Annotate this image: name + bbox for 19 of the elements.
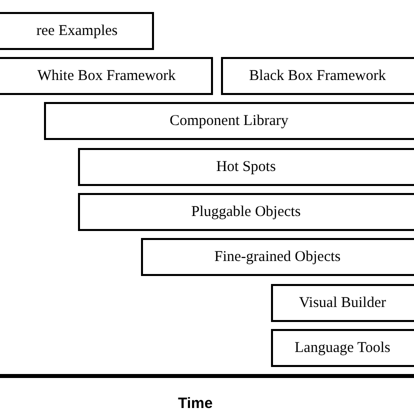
box-label: Fine-grained Objects	[214, 248, 341, 266]
process-box	[0, 57, 213, 95]
process-box	[141, 238, 414, 276]
box-label: ree Examples	[36, 22, 118, 40]
process-box	[78, 193, 414, 231]
box-label: Pluggable Objects	[191, 204, 301, 220]
axis-label: Time	[178, 395, 213, 412]
process-box	[44, 102, 414, 140]
process-box	[221, 57, 414, 95]
box-label: Hot Spots	[216, 158, 276, 176]
box-label: Language Tools	[294, 340, 390, 356]
box-label: White Box Framework	[37, 68, 176, 84]
process-box	[0, 12, 154, 50]
box-label: Visual Builder	[298, 294, 386, 312]
process-box	[271, 329, 414, 367]
box-label: Black Box Framework	[249, 68, 386, 84]
process-box	[271, 284, 414, 322]
process-box	[78, 148, 414, 186]
box-label: Component Library	[170, 112, 288, 130]
